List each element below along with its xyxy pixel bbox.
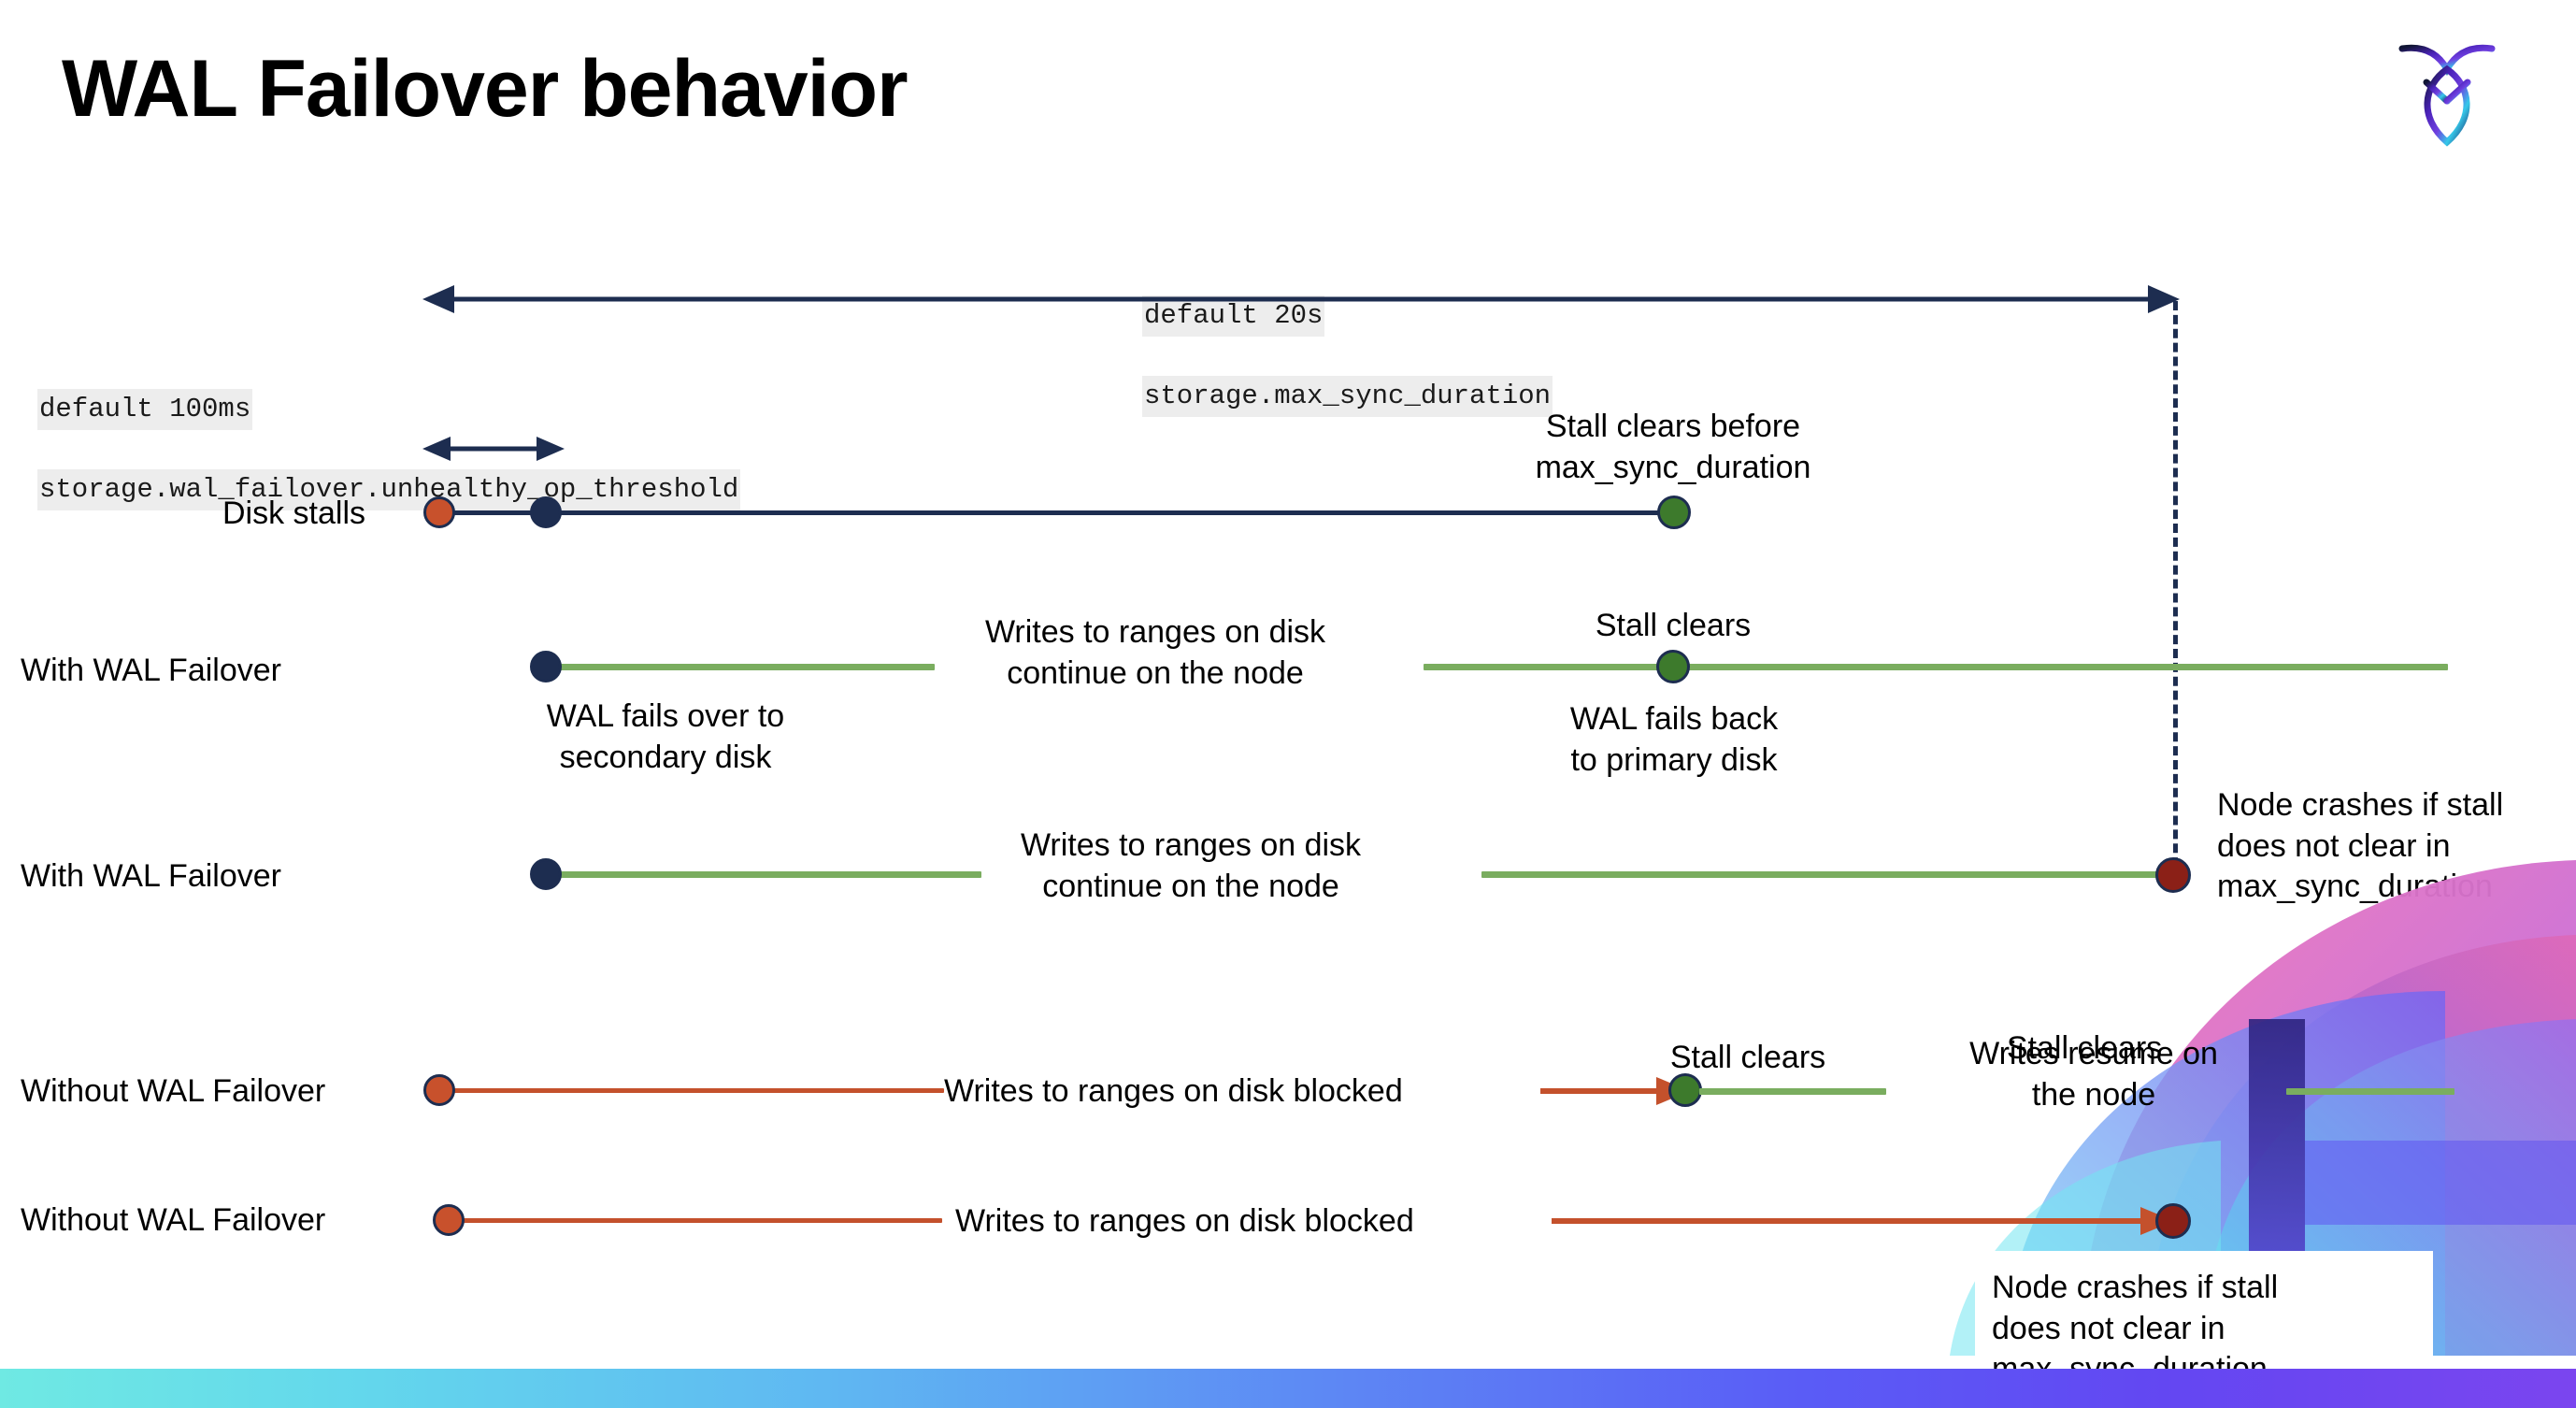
max-sync-duration-default: default 20s bbox=[1142, 295, 1325, 338]
note-node-crashes-1: Node crashes if stall does not clear in … bbox=[2217, 787, 2504, 905]
max-sync-duration-annotation: default 20s storage.max_sync_duration bbox=[1142, 256, 1553, 418]
without-failover-crash-track-left bbox=[456, 1218, 942, 1223]
disk-stall-failover-dot bbox=[530, 496, 562, 528]
note-writes-blocked-2: Writes to ranges on disk blocked bbox=[955, 1203, 1414, 1239]
note-stall-clears-2-label: Stall clears bbox=[1669, 1040, 1826, 1075]
unhealthy-op-threshold-span-arrow bbox=[422, 437, 565, 461]
bottom-gradient-bar bbox=[0, 1369, 2576, 1408]
without-failover-start-dot-1 bbox=[423, 1074, 455, 1106]
node-crash-dot-1 bbox=[2155, 857, 2191, 893]
without-failover-blocked-arrow-1 bbox=[1540, 1077, 1690, 1105]
without-failover-track-left bbox=[439, 1088, 944, 1093]
unhealthy-op-threshold-default: default 100ms bbox=[37, 389, 253, 431]
note-writes-continue-2: Writes to ranges on disk continue on the… bbox=[1020, 827, 1362, 904]
with-failover-track-right bbox=[1424, 664, 2448, 670]
row-label-with-wal-failover-clears: With WAL Failover bbox=[21, 653, 281, 688]
note-stall-clears-1: Stall clears bbox=[1595, 608, 1752, 643]
without-failover-blocked-arrow-2 bbox=[1552, 1207, 2174, 1235]
note-stall-clears-2: Stall clears bbox=[2006, 1030, 2163, 1066]
disk-stall-start-dot bbox=[423, 496, 455, 528]
wal-failover-start-dot bbox=[530, 651, 562, 682]
disk-stall-clear-dot bbox=[1657, 496, 1691, 529]
max-sync-duration-setting: storage.max_sync_duration bbox=[1142, 376, 1553, 418]
with-failover-track-left bbox=[542, 664, 935, 670]
row-label-without-wal-failover-clears: Without WAL Failover bbox=[21, 1073, 326, 1109]
without-failover-track-resume-b bbox=[2286, 1088, 2454, 1095]
page-title: WAL Failover behavior bbox=[62, 44, 909, 134]
wal-failover-crash-start-dot bbox=[530, 858, 562, 890]
note-writes-continue-1: Writes to ranges on disk continue on the… bbox=[984, 614, 1326, 691]
row-label-with-wal-failover-crash: With WAL Failover bbox=[21, 858, 281, 894]
without-failover-start-dot-2 bbox=[433, 1204, 465, 1236]
unhealthy-op-threshold-setting: storage.wal_failover.unhealthy_op_thresh… bbox=[37, 469, 741, 511]
note-stall-clears-before: Stall clears before max_sync_duration bbox=[1535, 409, 1811, 485]
note-wal-fails-over: WAL fails over to secondary disk bbox=[546, 698, 785, 775]
with-failover-crash-track-right bbox=[1481, 871, 2173, 878]
note-writes-blocked-1: Writes to ranges on disk blocked bbox=[944, 1073, 1403, 1109]
note-writes-resume: Writes resume on the node bbox=[1969, 1036, 2218, 1113]
max-sync-duration-span-arrow bbox=[422, 285, 2180, 313]
max-sync-duration-dropline bbox=[2173, 301, 2178, 881]
node-crash-dot-2 bbox=[2155, 1203, 2191, 1239]
note-wal-fails-back: WAL fails back to primary disk bbox=[1569, 701, 1779, 778]
wal-failback-dot bbox=[1656, 650, 1690, 683]
cockroachdb-logo-icon bbox=[2382, 28, 2512, 150]
unhealthy-op-threshold-annotation: default 100ms storage.wal_failover.unhea… bbox=[37, 350, 741, 511]
row-label-without-wal-failover-crash: Without WAL Failover bbox=[21, 1202, 326, 1238]
without-failover-track-resume-a bbox=[1699, 1088, 1886, 1095]
with-failover-crash-track-left bbox=[542, 871, 981, 878]
disk-stalls-track bbox=[439, 510, 1673, 515]
row-label-disk-stalls: Disk stalls bbox=[222, 496, 366, 531]
